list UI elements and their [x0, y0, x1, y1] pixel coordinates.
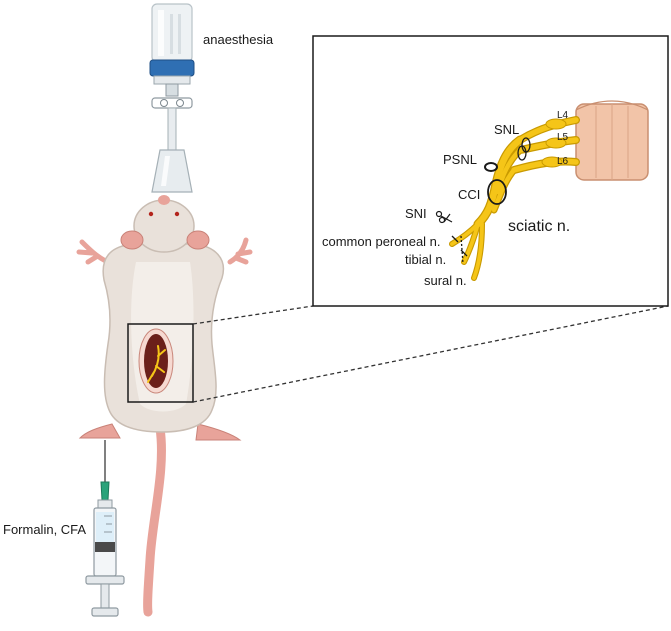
ligature-markers: [484, 137, 531, 205]
nerve-label-common-peroneal: common peroneal n.: [322, 234, 441, 249]
nerve-label-tibial: tibial n.: [405, 252, 446, 267]
anaesthesia-bottle: [149, 3, 195, 193]
sni-cut-marks: [451, 235, 468, 265]
level-label-l4: L4: [557, 110, 569, 121]
zoom-connector-bottom: [192, 305, 669, 403]
zoom-connector-top: [192, 305, 314, 325]
scissors-icon: [435, 210, 453, 224]
spinal-cord-segment: [575, 100, 649, 181]
anaesthesia-label: anaesthesia: [203, 32, 274, 47]
model-label-sni: SNI: [405, 206, 427, 221]
level-label-l5: L5: [557, 132, 569, 143]
level-label-l6: L6: [557, 156, 569, 167]
model-label-cci: CCI: [458, 187, 480, 202]
model-label-snl: SNL: [494, 122, 519, 137]
model-label-psnl: PSNL: [443, 152, 477, 167]
syringe: [85, 440, 125, 617]
nerve-label-sciatic: sciatic n.: [508, 218, 570, 235]
nerve-tree: [449, 116, 580, 281]
zoom-region-box: [127, 323, 194, 403]
injection-label: Formalin, CFA: [3, 522, 86, 537]
nerve-label-sural: sural n.: [424, 273, 467, 288]
